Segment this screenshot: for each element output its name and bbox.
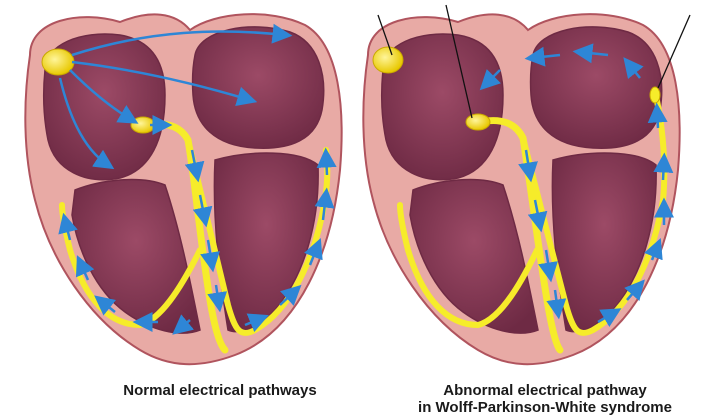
accessory-pathway-node bbox=[650, 87, 660, 103]
abnormal-caption-line2: in Wolff-Parkinson-White syndrome bbox=[380, 399, 710, 416]
normal-left-atrium bbox=[193, 27, 324, 148]
abnormal-caption-line1: Abnormal electrical pathway bbox=[380, 382, 710, 399]
abnormal-sa-node bbox=[373, 47, 403, 73]
abnormal-heart bbox=[363, 5, 690, 364]
normal-sa-node bbox=[42, 49, 74, 75]
normal-heart bbox=[25, 14, 341, 364]
heart-comparison-diagram bbox=[0, 0, 723, 370]
abnormal-av-node bbox=[466, 114, 490, 130]
abnormal-caption: Abnormal electrical pathway in Wolff-Par… bbox=[380, 382, 710, 416]
abnormal-left-atrium bbox=[531, 27, 662, 148]
normal-caption: Normal electrical pathways bbox=[70, 382, 370, 399]
normal-caption-text: Normal electrical pathways bbox=[123, 382, 316, 399]
